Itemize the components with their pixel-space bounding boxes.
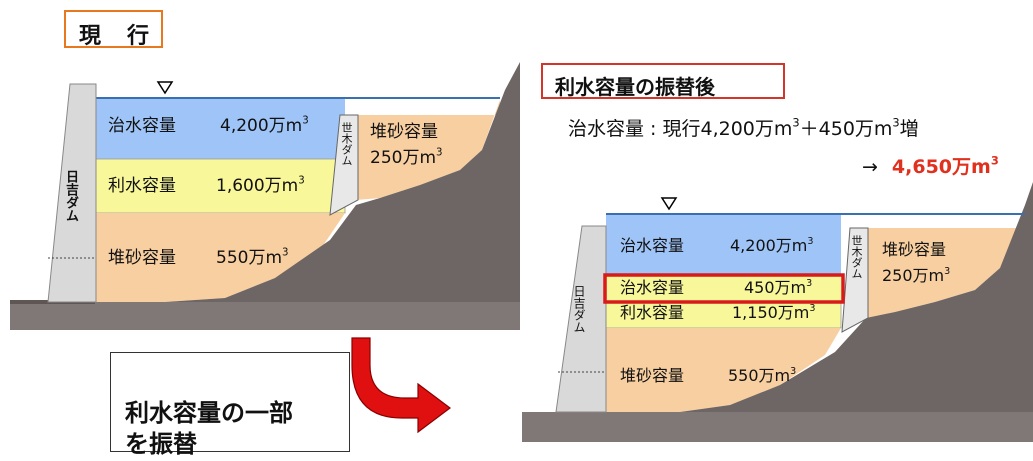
- after-flood-volume: 4,200万m3: [730, 235, 814, 255]
- after-label: 利水容量の振替後: [541, 63, 785, 99]
- current-upstream-reservoir: [356, 100, 500, 200]
- diagram-canvas: [10, 62, 1033, 442]
- after-flood-added-volume: 450万m3: [744, 277, 813, 297]
- current-flood-layer: [95, 98, 345, 159]
- transfer-note: 利水容量の一部 を振替: [110, 352, 350, 458]
- current-label: 現 行: [64, 10, 163, 49]
- current-flood-name: 治水容量: [108, 116, 176, 136]
- current-segi-dam: [329, 114, 359, 216]
- current-wateruse-layer: [94, 158, 346, 214]
- after-upstream-name: 堆砂容量: [882, 240, 947, 259]
- current-upstream-name: 堆砂容量: [370, 122, 438, 142]
- after-flood-name: 治水容量: [620, 236, 685, 255]
- water-level-triangle-icon: [156, 81, 174, 95]
- current-sediment-layer: [95, 213, 345, 302]
- after-flood-layer: [606, 240, 841, 276]
- after-flood-added-name: 治水容量: [620, 278, 685, 297]
- after-upstream-reservoir: [866, 222, 1025, 318]
- current-ground-base: [10, 302, 520, 330]
- after-wateruse-name: 利水容量: [620, 303, 685, 322]
- after-hiyoshi-dam-label: 日吉ダム: [572, 285, 586, 333]
- current-wateruse-volume: 1,600万m3: [216, 175, 305, 196]
- current-hiyoshi-dam-label: 日吉ダム: [63, 170, 78, 222]
- after-ground: [522, 182, 1033, 442]
- current-ground: [10, 62, 520, 330]
- after-upstream-volume: 250万m3: [882, 265, 951, 285]
- after-hiyoshi-dam: [555, 225, 607, 413]
- after-segi-dam-label: 世木ダム: [850, 235, 863, 279]
- water-level-triangle-icon: [660, 197, 678, 211]
- current-upstream-volume: 250万m3: [370, 147, 443, 168]
- after-wateruse-volume: 1,150万m3: [732, 302, 816, 322]
- after-sediment-layer: [606, 328, 841, 412]
- current-hiyoshi-dam: [47, 83, 97, 303]
- current-segi-dam-label: 世木ダム: [340, 122, 353, 166]
- current-sediment-name: 堆砂容量: [108, 248, 176, 268]
- current-sediment-volume: 550万m3: [216, 247, 289, 268]
- current-flood-volume: 4,200万m3: [220, 115, 309, 136]
- current-wateruse-name: 利水容量: [108, 176, 176, 196]
- after-sediment-name: 堆砂容量: [620, 366, 685, 385]
- after-summary: 治水容量 : 現行4,200万m3＋450万m3増: [568, 115, 919, 140]
- after-sediment-volume: 550万m3: [728, 365, 797, 385]
- after-result: →4,650万m3: [862, 153, 999, 178]
- after-flood-added-layer: [606, 276, 841, 302]
- transferred-capacity-highlight: [603, 273, 845, 304]
- curved-arrow-icon: [351, 337, 451, 434]
